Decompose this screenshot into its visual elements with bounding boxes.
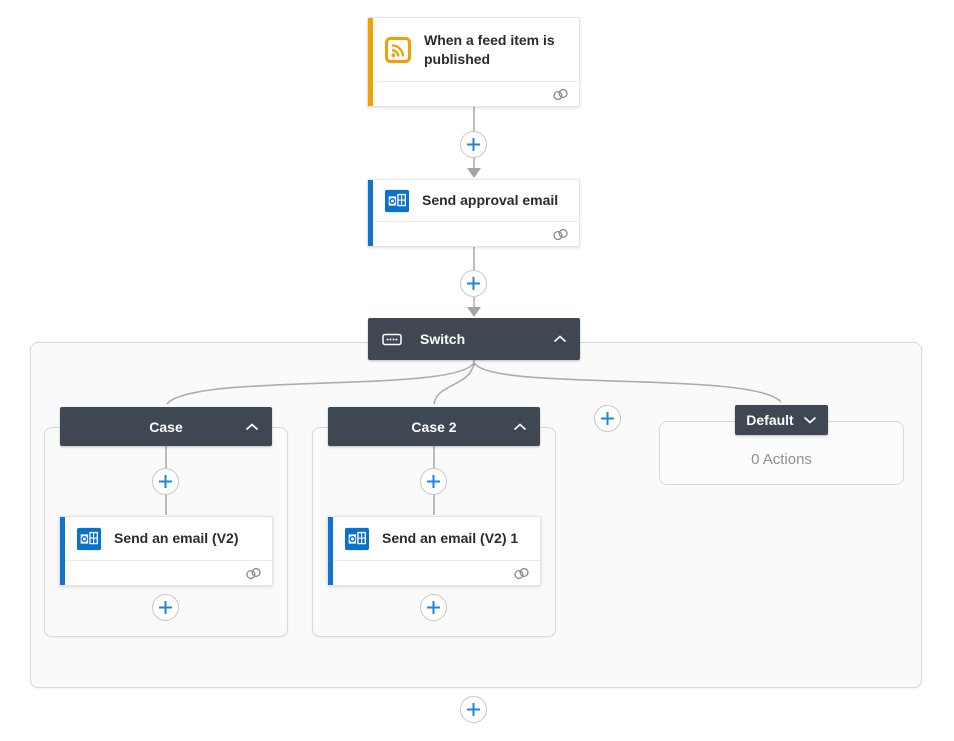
switch-label: Switch <box>420 331 466 347</box>
chevron-up-icon[interactable] <box>513 422 527 431</box>
case-label: Case 2 <box>411 418 457 435</box>
action-card-footer <box>368 221 579 246</box>
insert-action-button[interactable] <box>152 468 179 495</box>
add-icon <box>159 475 172 488</box>
chevron-up-icon[interactable] <box>553 335 567 343</box>
outlook-icon <box>385 189 409 212</box>
switch-icon <box>382 333 402 345</box>
link-icon[interactable] <box>245 567 262 580</box>
action-accent-bar <box>368 180 373 246</box>
add-action-button[interactable] <box>420 594 447 621</box>
action-card-send-an-email-v2-1[interactable]: Send an email (V2) 1 <box>327 516 541 586</box>
add-action-button[interactable] <box>152 594 179 621</box>
default-branch-header[interactable]: Default <box>735 405 828 435</box>
action-card-footer <box>328 560 540 585</box>
add-icon <box>427 601 440 614</box>
default-label: Default <box>746 412 794 428</box>
action-title: Send approval email <box>422 192 559 209</box>
link-icon[interactable] <box>552 228 569 241</box>
chevron-up-icon[interactable] <box>245 422 259 431</box>
action-card-send-an-email-v2[interactable]: Send an email (V2) <box>59 516 273 586</box>
outlook-icon <box>77 527 101 550</box>
default-actions-count: 0 Actions <box>751 450 812 468</box>
add-case-button[interactable] <box>594 405 621 432</box>
switch-action-header[interactable]: Switch <box>368 318 580 360</box>
outlook-icon <box>345 527 369 550</box>
trigger-card-when-feed-item-published[interactable]: When a feed item is published <box>367 17 580 107</box>
action-title: Send an email (V2) 1 <box>382 530 519 547</box>
case-branch-header[interactable]: Case <box>60 407 272 446</box>
action-accent-bar <box>328 517 333 585</box>
action-accent-bar <box>60 517 65 585</box>
action-card-send-approval-email[interactable]: Send approval email <box>367 179 580 247</box>
trigger-card-footer <box>368 81 579 106</box>
insert-step-button[interactable] <box>460 270 487 297</box>
rss-icon <box>385 36 411 63</box>
case-2-branch-header[interactable]: Case 2 <box>328 407 540 446</box>
add-icon <box>601 412 614 425</box>
add-icon <box>159 601 172 614</box>
trigger-title: When a feed item is published <box>424 31 555 67</box>
chevron-down-icon[interactable] <box>803 416 817 424</box>
trigger-accent-bar <box>368 18 373 106</box>
insert-step-button[interactable] <box>460 131 487 158</box>
link-icon[interactable] <box>513 567 530 580</box>
link-icon[interactable] <box>552 88 569 101</box>
add-icon <box>467 703 480 716</box>
insert-action-button[interactable] <box>420 468 447 495</box>
add-icon <box>467 277 480 290</box>
new-step-button[interactable] <box>460 696 487 723</box>
action-title: Send an email (V2) <box>114 530 239 547</box>
add-icon <box>467 138 480 151</box>
case-label: Case <box>149 418 183 435</box>
action-card-footer <box>60 560 272 585</box>
add-icon <box>427 475 440 488</box>
